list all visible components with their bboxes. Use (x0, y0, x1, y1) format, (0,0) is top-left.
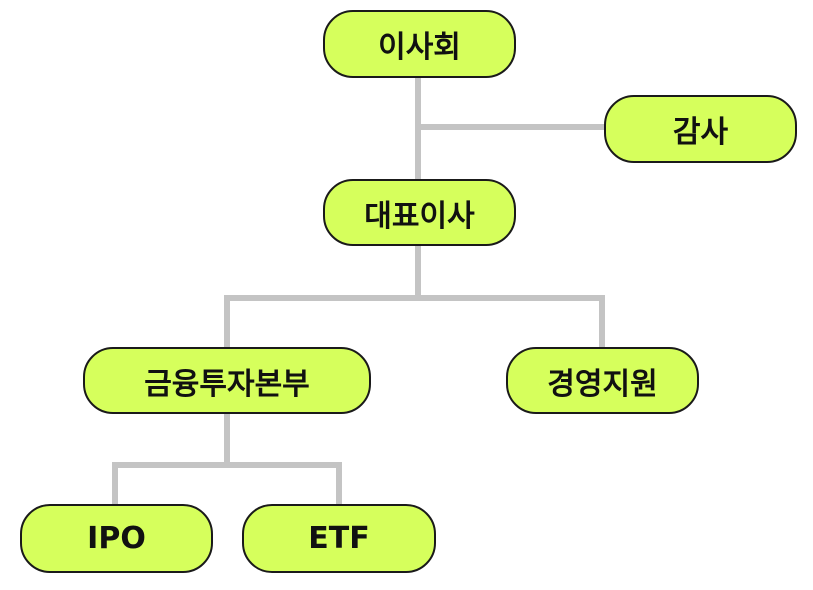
ipo-node[interactable]: IPO (20, 504, 213, 573)
etf-label: ETF (308, 521, 370, 556)
board-node[interactable]: 이사회 (323, 10, 516, 78)
etf-node[interactable]: ETF (242, 504, 436, 573)
ceo-node[interactable]: 대표이사 (323, 179, 516, 246)
auditor-node[interactable]: 감사 (604, 95, 797, 163)
auditor-label: 감사 (672, 115, 729, 150)
finance-division-label: 금융투자본부 (144, 366, 310, 402)
board-label: 이사회 (378, 30, 461, 65)
management-support-node[interactable]: 경영지원 (506, 347, 699, 414)
finance-division-node[interactable]: 금융투자본부 (83, 347, 371, 414)
ipo-label: IPO (87, 521, 146, 556)
ceo-label: 대표이사 (364, 198, 475, 234)
management-support-label: 경영지원 (547, 366, 658, 402)
